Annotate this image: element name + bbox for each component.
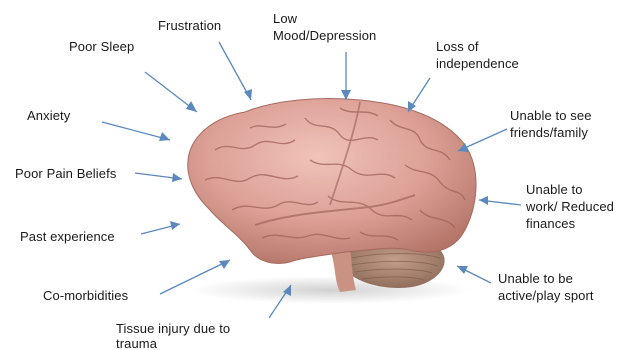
label-friends-line2: friends/family: [510, 124, 588, 141]
label-frustration: Frustration: [158, 17, 221, 34]
label-loss-line1: Loss of: [436, 38, 479, 55]
label-anxiety: Anxiety: [27, 107, 70, 124]
label-active-line1: Unable to be: [498, 270, 573, 287]
label-pain-beliefs: Poor Pain Beliefs: [15, 165, 116, 182]
arrow-anxiety: [102, 122, 170, 140]
label-poor-sleep: Poor Sleep: [69, 38, 134, 55]
label-tissue-line2: trauma: [116, 335, 157, 350]
label-work-line1: Unable to: [526, 181, 583, 198]
label-comorbidities: Co-morbidities: [43, 287, 128, 304]
label-work-line3: finances: [526, 215, 575, 232]
label-friends-line1: Unable to see: [510, 107, 592, 124]
label-past-experience: Past experience: [20, 228, 115, 245]
label-work-line2: work/ Reduced: [526, 198, 614, 215]
label-low-mood-line1: Low: [273, 10, 297, 27]
label-low-mood-line2: Mood/Depression: [273, 27, 376, 44]
label-active-line2: active/play sport: [498, 287, 594, 304]
label-loss-line2: independence: [436, 55, 519, 72]
